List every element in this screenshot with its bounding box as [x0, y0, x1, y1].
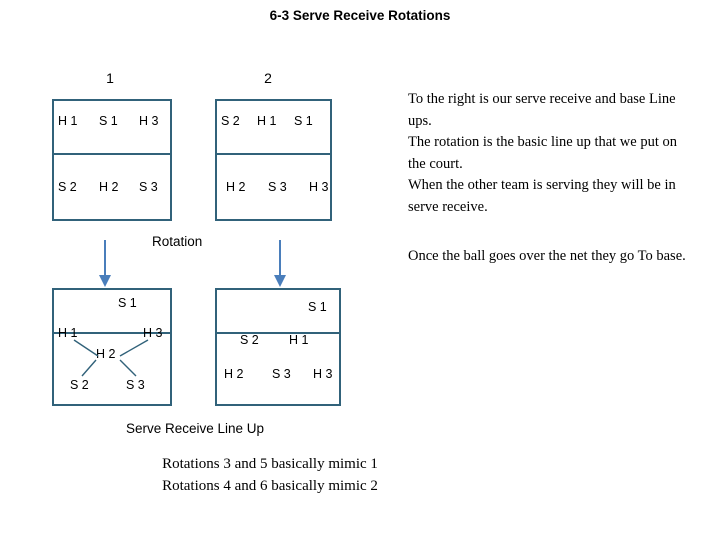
note-rotations-4-6: Rotations 4 and 6 basically mimic 2 [162, 478, 378, 494]
court-3 [52, 288, 172, 406]
serve-receive-caption: Serve Receive Line Up [125, 421, 265, 436]
rotation-label: Rotation [152, 234, 203, 249]
court-2-cell-s2: S 2 [221, 114, 240, 128]
court-4-midline [217, 332, 339, 334]
court-2-number: 2 [264, 70, 272, 86]
court-2-cell-h3: H 3 [309, 180, 329, 194]
court-1-cell-h2: H 2 [99, 180, 119, 194]
court-1-cell-s1: S 1 [99, 114, 118, 128]
court-4-cell-s2: S 2 [240, 333, 259, 347]
court-2-cell-s1: S 1 [294, 114, 313, 128]
court-4-cell-h2: H 2 [224, 367, 244, 381]
court-3-cell-s2: S 2 [70, 378, 89, 392]
court-1-cell-s3: S 3 [139, 180, 158, 194]
court-3-cell-s1: S 1 [118, 296, 137, 310]
court-1-midline [54, 153, 170, 155]
court-1-cell-h1: H 1 [58, 114, 78, 128]
court-1-cell-h3: H 3 [139, 114, 159, 128]
court-4-cell-h3: H 3 [313, 367, 333, 381]
side-text-paragraph-2: Once the ball goes over the net they go … [408, 248, 686, 264]
court-4-cell-s1: S 1 [308, 300, 327, 314]
court-2-cell-h2: H 2 [226, 180, 246, 194]
court-3-cell-s3: S 3 [126, 378, 145, 392]
court-2-cell-s3: S 3 [268, 180, 287, 194]
court-3-cell-h3: H 3 [143, 326, 163, 340]
note-rotations-3-5: Rotations 3 and 5 basically mimic 1 [162, 456, 378, 472]
arrow-right-icon [274, 240, 286, 287]
court-2-cell-h1: H 1 [257, 114, 277, 128]
court-1-number: 1 [106, 70, 114, 86]
court-3-connectors [73, 339, 149, 377]
court-3-midline [54, 332, 170, 334]
court-3-cell-h1: H 1 [58, 326, 78, 340]
court-4 [215, 288, 341, 406]
court-1 [52, 99, 172, 221]
court-3-cell-h2: H 2 [96, 347, 116, 361]
court-4-cell-s3: S 3 [272, 367, 291, 381]
arrow-left-icon [99, 240, 111, 287]
court-4-cell-h1: H 1 [289, 333, 309, 347]
court-2 [215, 99, 332, 221]
side-text-paragraph-1: To the right is our serve receive and ba… [408, 91, 677, 215]
court-2-midline [217, 153, 330, 155]
page-title: 6-3 Serve Receive Rotations [269, 8, 451, 23]
court-1-cell-s2: S 2 [58, 180, 77, 194]
